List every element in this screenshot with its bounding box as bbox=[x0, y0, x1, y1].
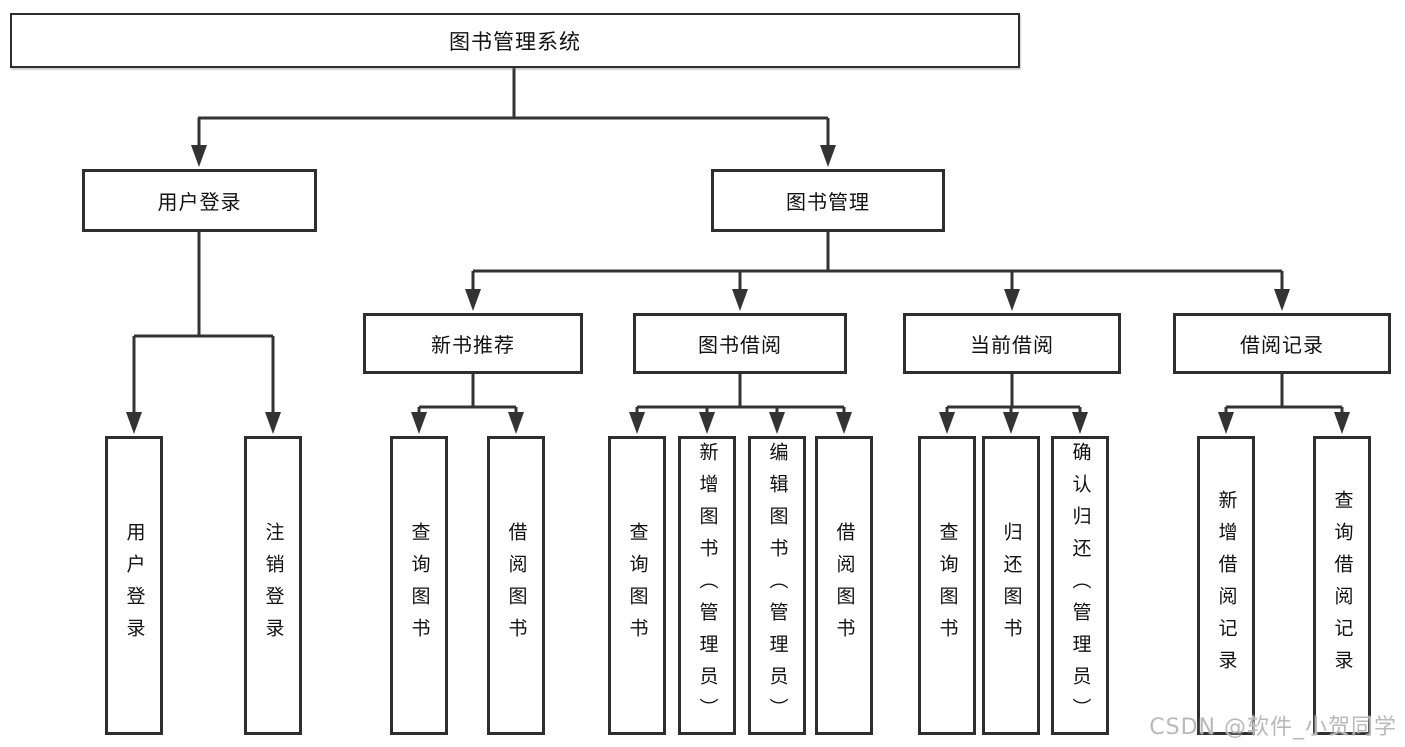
leaf-add-borrow-record: 新增借阅记录 bbox=[1197, 436, 1255, 735]
node-label: 图书借阅 bbox=[698, 333, 782, 357]
node-label: 用户登录 bbox=[157, 190, 242, 214]
leaf-query-books-recommend: 查询图书 bbox=[390, 436, 448, 735]
node-label: 图书管理系统 bbox=[449, 29, 581, 54]
leaf-label: 用户登录 bbox=[123, 521, 146, 650]
leaf-label: 新增图书（管理员） bbox=[696, 441, 719, 730]
leaf-label: 借阅图书 bbox=[505, 521, 528, 650]
leaf-confirm-return-admin: 确认归还（管理员） bbox=[1051, 436, 1109, 735]
connector-book-mgmt-to-level3 bbox=[471, 232, 1284, 295]
leaf-query-books-current: 查询图书 bbox=[918, 436, 976, 735]
node-label: 借阅记录 bbox=[1240, 333, 1324, 357]
leaf-label: 查询图书 bbox=[626, 521, 649, 650]
leaf-return-books: 归还图书 bbox=[982, 436, 1040, 735]
connector-current-borrow-children bbox=[945, 374, 1082, 418]
leaf-label: 新增借阅记录 bbox=[1215, 489, 1238, 682]
node-library-system: 图书管理系统 bbox=[10, 13, 1020, 68]
leaf-query-books-borrow: 查询图书 bbox=[608, 436, 666, 735]
connector-new-books-children bbox=[417, 374, 518, 418]
node-label: 新书推荐 bbox=[431, 333, 515, 357]
connector-borrow-records-children bbox=[1224, 374, 1344, 418]
leaf-label: 编辑图书（管理员） bbox=[766, 441, 789, 730]
node-current-borrowing: 当前借阅 bbox=[903, 313, 1121, 374]
leaf-borrow-books: 借阅图书 bbox=[815, 436, 873, 735]
leaf-label: 借阅图书 bbox=[833, 521, 856, 650]
arrowheads bbox=[126, 145, 1350, 434]
node-book-management: 图书管理 bbox=[711, 169, 945, 232]
leaf-label: 归还图书 bbox=[1000, 521, 1023, 650]
leaf-edit-books-admin: 编辑图书（管理员） bbox=[748, 436, 806, 735]
connector-root-to-level2 bbox=[197, 68, 830, 151]
leaf-query-borrow-record: 查询借阅记录 bbox=[1313, 436, 1371, 735]
node-label: 当前借阅 bbox=[970, 333, 1054, 357]
leaf-label: 确认归还（管理员） bbox=[1069, 441, 1092, 730]
node-new-book-recommend: 新书推荐 bbox=[363, 313, 583, 374]
node-label: 图书管理 bbox=[786, 190, 870, 214]
node-book-borrowing: 图书借阅 bbox=[633, 313, 847, 374]
node-borrow-records: 借阅记录 bbox=[1173, 313, 1391, 374]
leaf-label: 查询借阅记录 bbox=[1331, 489, 1354, 682]
leaf-label: 注销登录 bbox=[262, 521, 285, 650]
csdn-watermark: CSDN @软件_小贺同学 bbox=[1149, 715, 1397, 740]
connector-book-borrow-children bbox=[635, 374, 846, 418]
node-user-login: 用户登录 bbox=[82, 169, 317, 232]
connector-user-login-children bbox=[132, 232, 275, 418]
leaf-logout: 注销登录 bbox=[244, 436, 302, 735]
leaf-label: 查询图书 bbox=[408, 521, 431, 650]
leaf-user-login: 用户登录 bbox=[105, 436, 163, 735]
leaf-add-books-admin: 新增图书（管理员） bbox=[678, 436, 736, 735]
leaf-label: 查询图书 bbox=[936, 521, 959, 650]
leaf-borrow-books-recommend: 借阅图书 bbox=[487, 436, 545, 735]
